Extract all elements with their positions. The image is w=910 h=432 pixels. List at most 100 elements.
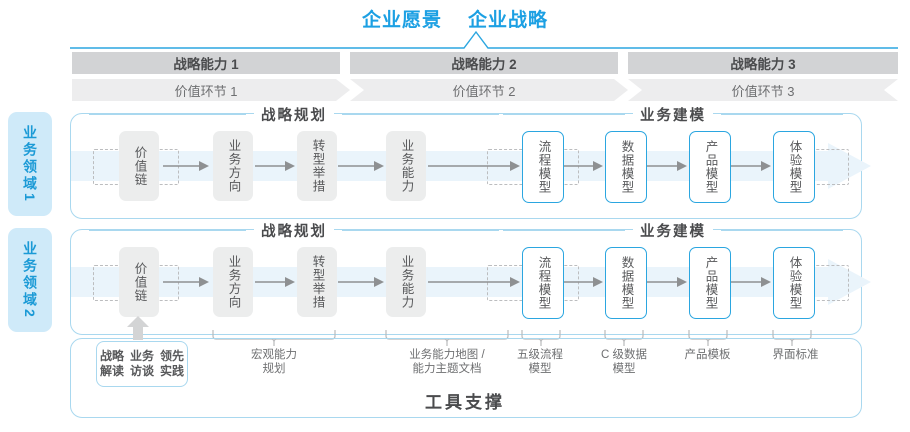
capability-bar-2-label: 战略能力 2 [451, 57, 517, 72]
tool-label-6: 界面标准 [748, 348, 843, 362]
section-rule-right [342, 229, 499, 231]
node-row2-4[interactable]: 业务能力 [386, 247, 426, 317]
node-row1-2[interactable]: 业务方向 [213, 131, 253, 201]
domain-2-number: 2 [22, 308, 38, 320]
tool-label-2-line-2: 能力主题文档 [412, 363, 482, 375]
node-row1-4[interactable]: 业务能力 [386, 131, 426, 201]
domain-label-1: 业务领域 1 [8, 112, 52, 216]
value-band-1-label: 价值环节 1 [174, 83, 238, 99]
value-band-1: 价值环节 1 [72, 79, 340, 101]
capability-bars: 战略能力 1 战略能力 2 战略能力 3 价值环节 1 价值环节 2 价值环节 3 [0, 0, 910, 105]
flow-arrow-6 [647, 161, 687, 171]
value-chain-band [72, 79, 898, 101]
section-header-1-2: 业务建模 [503, 103, 843, 125]
tool-label-3-line-1: 五级流程 [517, 349, 563, 361]
capability-bar-2: 战略能力 2 [350, 52, 618, 74]
flow-arrow-5 [564, 161, 603, 171]
tool-brackets [0, 330, 910, 348]
domain-1-text: 业务领域 [22, 124, 38, 193]
capability-bar-1-label: 战略能力 1 [173, 57, 239, 72]
node-row2-3[interactable]: 转型举措 [297, 247, 337, 317]
vision-connector-line [70, 30, 898, 52]
tool-label-6-line-1: 界面标准 [772, 349, 819, 361]
tool-card-line-2: 业务访谈 [129, 349, 154, 378]
flow-arrow-1 [163, 277, 209, 287]
node-row2-6[interactable]: 数据模型 [605, 247, 647, 319]
page-title: 企业愿景 企业战略 [0, 4, 910, 32]
tool-card-line-1: 战略解读 [99, 349, 124, 378]
flow-arrow-7 [731, 277, 771, 287]
node-row2-1[interactable]: 价值链 [119, 247, 159, 317]
tool-card-line-3: 领先实践 [159, 349, 184, 378]
section-header-1-1: 战略规划 [89, 103, 499, 125]
value-band-2: 价值环节 2 [350, 79, 618, 101]
node-row1-8[interactable]: 体验模型 [773, 131, 815, 203]
section-header-2-1: 战略规划 [89, 219, 499, 241]
business-domain-row-2: 战略规划 业务建模价值链 业务方向 转型举措 业务能力 流程模型数据模型产品模型体验模型 [70, 219, 871, 335]
flow-arrow-1 [163, 161, 209, 171]
section-header-2-2: 业务建模 [503, 219, 843, 241]
tool-label-4-line-1: C 级数据 [601, 349, 647, 361]
bracket-6 [772, 330, 812, 346]
node-row1-6[interactable]: 数据模型 [605, 131, 647, 203]
node-row2-8[interactable]: 体验模型 [773, 247, 815, 319]
bracket-1 [212, 330, 336, 346]
node-row1-7[interactable]: 产品模型 [689, 131, 731, 203]
node-row1-5[interactable]: 流程模型 [522, 131, 564, 203]
flow-arrow-5 [564, 277, 603, 287]
section-rule-right [721, 229, 843, 231]
node-row2-5[interactable]: 流程模型 [522, 247, 564, 319]
section-header-label: 业务建模 [633, 103, 713, 125]
section-rule-left [503, 229, 625, 231]
value-band-2-label: 价值环节 2 [452, 83, 516, 99]
tool-label-5: 产品模板 [660, 348, 755, 362]
capability-bar-3: 战略能力 3 [628, 52, 898, 74]
flow-arrow-6 [647, 277, 687, 287]
domain-2-text: 业务领域 [22, 240, 38, 309]
section-header-label: 战略规划 [254, 103, 334, 125]
node-row1-3[interactable]: 转型举措 [297, 131, 337, 201]
capability-bar-1: 战略能力 1 [72, 52, 340, 74]
capability-bar-3-label: 战略能力 3 [730, 57, 796, 72]
title-strategy: 企业战略 [468, 9, 549, 31]
tool-label-1-line-1: 宏观能力 [251, 349, 297, 361]
flow-arrow-3 [338, 161, 384, 171]
flow-arrow-4 [428, 277, 520, 287]
tool-label-4: C 级数据模型 [584, 348, 664, 376]
flow-arrow-4 [428, 161, 520, 171]
section-rule-left [503, 113, 625, 115]
tool-label-3-line-2: 模型 [528, 363, 552, 375]
section-rule-right [721, 113, 843, 115]
tool-card-strategy-interpretation: 战略解读业务访谈领先实践 [96, 341, 188, 387]
tool-uplink-arrow [126, 316, 150, 340]
section-rule-left [89, 229, 246, 231]
tool-support-panel [70, 338, 862, 418]
tool-label-1: 宏观能力规划 [212, 348, 336, 376]
tool-label-2-line-1: 业务能力地图 / [409, 349, 485, 361]
tool-support-title: 工具支撑 [425, 393, 505, 412]
flow-arrow-2 [255, 277, 295, 287]
tool-label-1-line-2: 规划 [262, 363, 286, 375]
business-domain-row-1: 战略规划 业务建模价值链 业务方向 转型举措 业务能力 流程模型数据模型产品模型体验模型 [70, 103, 871, 219]
flow-arrow-7 [731, 161, 771, 171]
bracket-5 [688, 330, 728, 346]
bracket-3 [521, 330, 561, 346]
tool-label-5-line-1: 产品模板 [684, 349, 731, 361]
tool-label-3: 五级流程模型 [500, 348, 580, 376]
tool-label-2: 业务能力地图 / 能力主题文档 [385, 348, 509, 376]
section-rule-right [342, 113, 499, 115]
section-header-label: 战略规划 [254, 219, 334, 241]
flow-arrow-3 [338, 277, 384, 287]
bracket-4 [604, 330, 644, 346]
node-row2-7[interactable]: 产品模型 [689, 247, 731, 319]
title-vision: 企业愿景 [361, 9, 442, 31]
node-row1-1[interactable]: 价值链 [119, 131, 159, 201]
section-header-label: 业务建模 [633, 219, 713, 241]
flow-arrow-2 [255, 161, 295, 171]
domain-label-2: 业务领域 2 [8, 228, 52, 332]
domain-1-number: 1 [22, 192, 38, 204]
node-row2-2[interactable]: 业务方向 [213, 247, 253, 317]
bracket-2 [385, 330, 509, 346]
value-band-3: 价值环节 3 [628, 79, 898, 101]
value-band-3-label: 价值环节 3 [731, 83, 795, 99]
